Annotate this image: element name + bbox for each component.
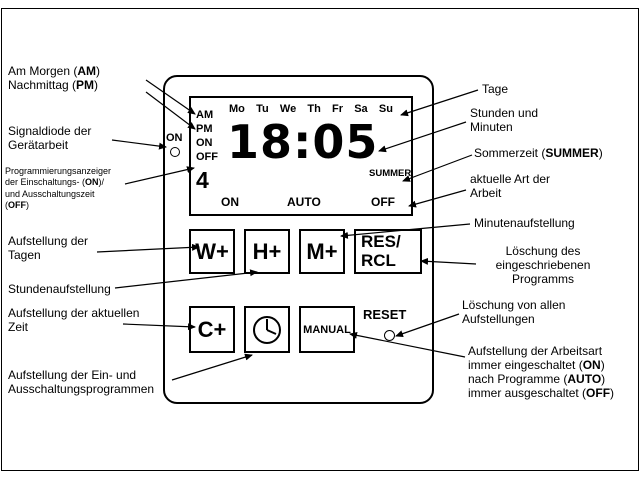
weekday-we: We xyxy=(279,103,297,115)
side-indicator-column: AM PM ON OFF xyxy=(196,108,218,164)
timer-device: ON Mo Tu We Th Fr Sa Su AM PM ON OFF 4 1… xyxy=(163,75,434,404)
h-plus-button[interactable]: H+ xyxy=(244,229,290,274)
weekday-tu: Tu xyxy=(256,103,269,115)
weekday-mo: Mo xyxy=(229,103,245,115)
label-work-mode: Aufstellung der Arbeitsart immer eingesc… xyxy=(468,344,615,401)
res-rcl-line2: RCL xyxy=(361,250,396,270)
res-rcl-button[interactable]: RES/ RCL xyxy=(354,229,422,274)
m-plus-button[interactable]: M+ xyxy=(299,229,345,274)
mode-off-label: OFF xyxy=(371,195,395,209)
label-summer-time: Sommerzeit (SUMMER) xyxy=(474,146,603,160)
weekday-su: Su xyxy=(378,103,393,115)
weekday-fr: Fr xyxy=(332,103,344,115)
label-am-pm: Am Morgen (AM) Nachmittag (PM) xyxy=(8,64,101,93)
lcd-display: Mo Tu We Th Fr Sa Su AM PM ON OFF 4 18:0… xyxy=(189,96,413,216)
weekday-sa: Sa xyxy=(354,103,368,115)
mode-on-label: ON xyxy=(221,195,239,209)
label-current-time-setting: Aufstellung der aktuellen Zeit xyxy=(8,306,140,335)
arrow-to-led xyxy=(111,139,167,150)
summer-indicator: SUMMER xyxy=(369,168,412,179)
label-signal-led: Signaldiode der Gerätarbeit xyxy=(8,124,92,153)
label-current-mode: aktuelle Art der Arbeit xyxy=(470,172,551,201)
manual-button[interactable]: MANUAL xyxy=(299,306,355,353)
c-plus-button[interactable]: C+ xyxy=(189,306,235,353)
time-readout: 18:05 xyxy=(227,115,379,169)
indicator-am: AM xyxy=(196,109,214,121)
label-program-delete: Löschung des eingeschriebenen Programms xyxy=(495,244,591,287)
w-plus-button[interactable]: W+ xyxy=(189,229,235,274)
label-days: Tage xyxy=(482,82,509,96)
signal-led xyxy=(170,147,180,157)
label-minute-setting: Minutenaufstellung xyxy=(474,216,575,230)
reset-label: RESET xyxy=(363,307,407,322)
label-day-setting: Aufstellung der Tagen xyxy=(8,234,89,263)
reset-hole-button[interactable] xyxy=(384,330,395,341)
label-program-indicator: Programmierungsanzeiger der Einschaltung… xyxy=(5,166,112,210)
label-reset-all: Löschung von allen Aufstellungen xyxy=(462,298,566,327)
indicator-off: OFF xyxy=(196,151,218,163)
indicator-pm: PM xyxy=(196,123,213,135)
res-rcl-line1: RES/ xyxy=(361,231,401,251)
weekday-th: Th xyxy=(307,103,321,115)
mode-auto-label: AUTO xyxy=(287,195,321,209)
led-on-label: ON xyxy=(166,132,183,144)
clock-icon xyxy=(253,315,281,344)
weekday-row: Mo Tu We Th Fr Sa Su xyxy=(229,103,393,115)
label-on-off-programs: Aufstellung der Ein- und Ausschaltungspr… xyxy=(8,368,155,397)
clock-program-button[interactable] xyxy=(244,306,290,353)
indicator-on: ON xyxy=(196,137,213,149)
label-hour-setting: Stundenaufstellung xyxy=(8,282,111,296)
label-hours-minutes: Stunden und Minuten xyxy=(470,106,539,135)
program-number: 4 xyxy=(196,167,209,193)
